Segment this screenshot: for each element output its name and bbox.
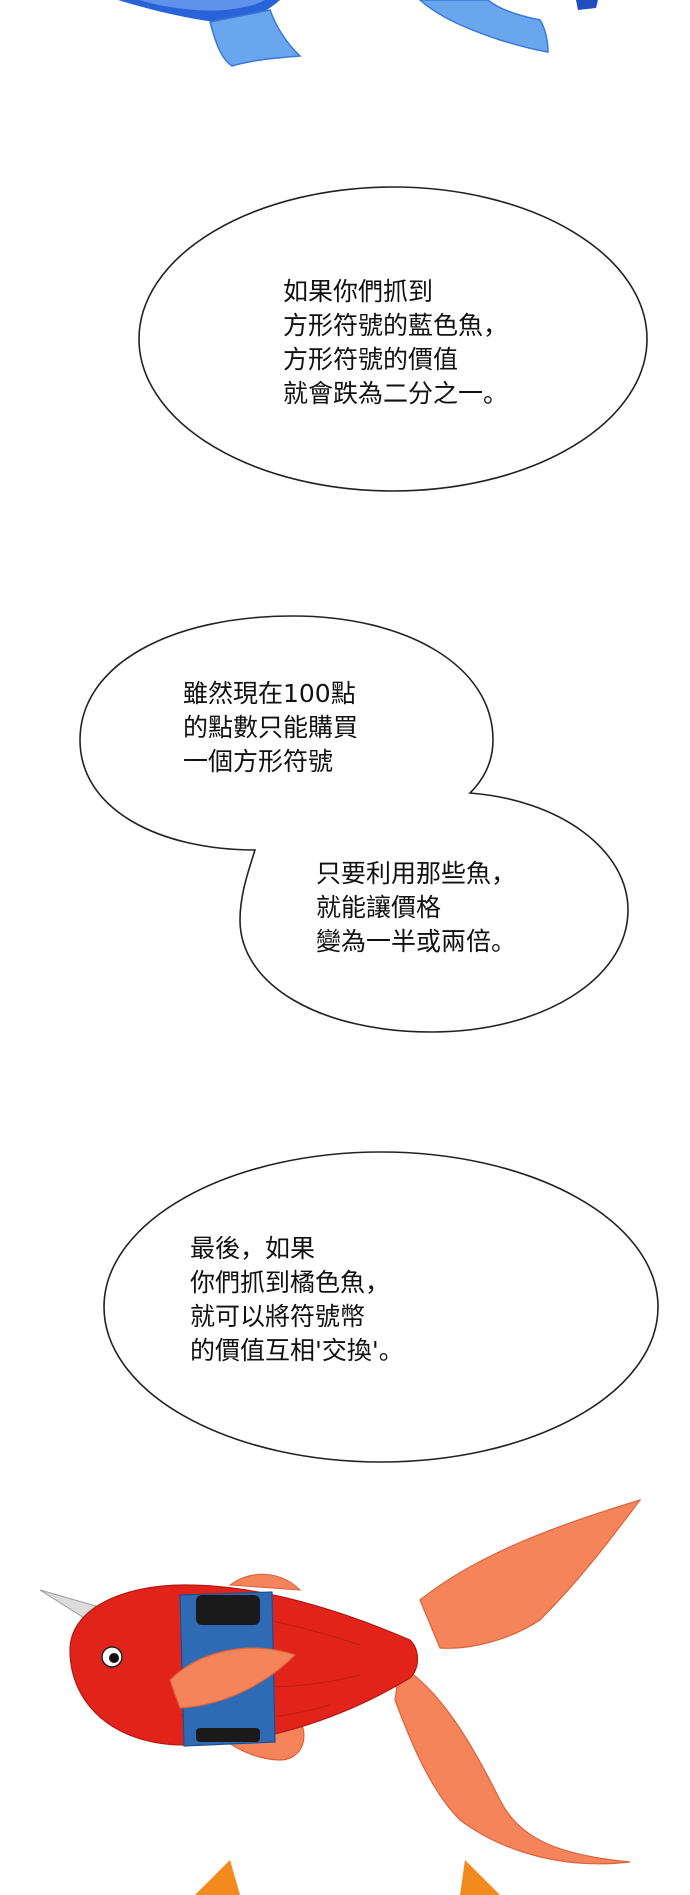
orange-fish-tail-upper [419,1498,642,1649]
blue-fish-tag [576,0,598,10]
orange-fish-device-bottom [196,1728,260,1742]
speech-bubble-2-3 [79,615,629,1033]
orange-fish-tail-lower [394,1664,631,1865]
orange-fish-pupil [109,1653,119,1663]
blue-fish-fin-left [209,9,302,67]
blue-fish-highlight [140,0,265,11]
speech-bubble-2-text: 雖然現在100點 的點數只能購買 一個方形符號 [183,679,359,776]
speech-bubble-1-text: 如果你們抓到 方形符號的藍色魚， 方形符號的價值 就會跌為二分之一。 [283,277,509,408]
blue-fish-tail [418,0,549,53]
speech-bubble-pair [79,615,629,1033]
bottom-orange-shape-left [195,1860,240,1895]
speech-bubble-4 [103,1151,659,1463]
speech-bubble-4-text: 最後，如果 你們抓到橘色魚， 就可以將符號幣 的價值互相'交換'。 [190,1234,404,1365]
blue-fish-illustration [118,0,598,67]
orange-fish-dorsal-fin [228,1573,302,1591]
orange-fish-device [196,1595,260,1625]
orange-fish-illustration [39,1498,642,1865]
bottom-orange-shape-right [460,1860,500,1895]
orange-fish-pectoral-fin [169,1647,297,1709]
speech-bubble-3-text: 只要利用那些魚， 就能讓價格 變為一半或兩倍。 [316,859,517,956]
speech-bubble-1 [138,186,648,492]
